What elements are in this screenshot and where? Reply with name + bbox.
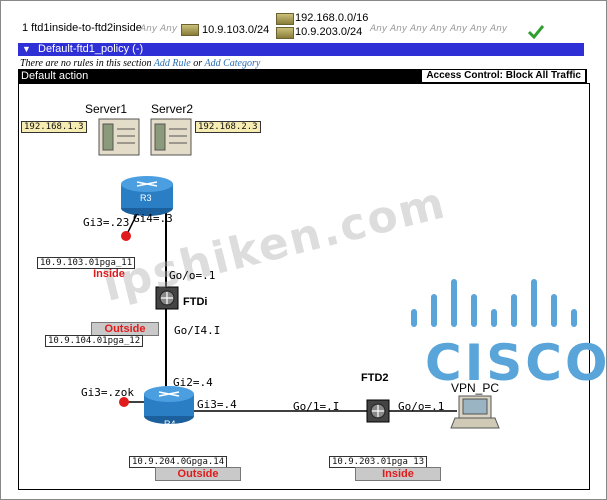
r3-label: R3 [140, 193, 152, 203]
r4-gi3-label: Gi3=.4 [197, 398, 237, 411]
ftd1-firewall-icon [155, 286, 179, 310]
ftd1-outside-zone: Outside [91, 322, 159, 336]
no-rules-text: There are no rules in this section [20, 58, 152, 69]
ftd1-go0-label: Go/o=.1 [169, 269, 216, 282]
ftd2-go1-label: Go/1=.I [293, 400, 340, 413]
network-object-icon [181, 24, 199, 36]
default-action-select[interactable]: Access Control: Block All Traffic [422, 70, 585, 82]
ftd2-go0-label: Go/o=.1 [398, 400, 445, 413]
server2-icon [150, 118, 192, 156]
default-action-label: Default action [21, 70, 89, 82]
ftd1-inside-zone: Inside [93, 268, 125, 280]
topology-links [98, 118, 577, 429]
rule-any-9: Any [490, 24, 508, 34]
router-r3-icon [121, 176, 173, 216]
allow-check-icon [528, 25, 544, 39]
add-category-link[interactable]: Add Category [204, 58, 261, 69]
server2-label: Server2 [151, 102, 194, 116]
default-action-bar: Default action Access Control: Block All… [18, 69, 587, 83]
rule-any-3: Any [370, 24, 388, 34]
add-rule-link[interactable]: Add Rule [153, 58, 191, 69]
gi3-left-endpoint-dot [119, 397, 129, 407]
cisco-logo-text: CISCO [425, 334, 607, 392]
vpn-pc-icon [450, 395, 500, 429]
server1-ip: 192.168.1.3 [21, 121, 87, 133]
rule-any-8: Any [470, 24, 488, 34]
r4-outside-zone: Outside [155, 467, 241, 481]
access-rule-row[interactable]: 1 ftd1inside-to-ftd2inside Any Any 10.9.… [0, 9, 607, 45]
rule-any-2: Any [160, 24, 178, 34]
rule-any-6: Any [430, 24, 448, 34]
router-r4-icon [144, 386, 194, 424]
ftd2-firewall-icon [366, 399, 390, 423]
rule-any-5: Any [410, 24, 428, 34]
ftd1-go1-label: Go/I4.I [174, 324, 221, 337]
rule-any-4: Any [390, 24, 408, 34]
server2-ip: 192.168.2.3 [195, 121, 261, 133]
no-rules-message: There are no rules in this section Add R… [20, 58, 260, 69]
gi3-endpoint-dot [121, 231, 131, 241]
ftd2-inside-zone: Inside [355, 467, 441, 481]
r4-gi3-left-label: Gi3=.zok [81, 386, 134, 399]
collapse-triangle-icon[interactable]: ▼ [22, 44, 31, 54]
vpn-pc-label: VPN_PC [451, 381, 500, 395]
r4-label: R4 [164, 419, 176, 429]
ftd1-label: FTDi [183, 296, 208, 308]
ftd1-outside-net: 10.9.104.01pga_12 [45, 335, 144, 347]
server1-icon [98, 118, 140, 156]
network-topology-diagram: CISCO ipshiken.com Server1 Server2 192.1… [18, 83, 607, 490]
no-rules-or: or [193, 58, 203, 69]
rule-source-network: 10.9.103.0/24 [202, 24, 270, 36]
ftd1-inside-net: 10.9.103.01pga_11 [37, 257, 136, 269]
policy-section-header[interactable]: ▼ Default-ftd1_policy (-) [18, 43, 584, 56]
r3-gi3-label: Gi3=.23 [83, 216, 130, 229]
r3-gi4-label: Gi4=.3 [133, 212, 173, 225]
rule-any-1: Any [140, 24, 158, 34]
policy-title: Default-ftd1_policy (-) [38, 43, 144, 55]
r4-gi2-label: Gi2=.4 [173, 376, 213, 389]
cisco-logo-bars-icon [411, 279, 577, 327]
rule-any-7: Any [450, 24, 468, 34]
ftd2-label: FTD2 [361, 372, 389, 384]
rule-dest-network-2: 10.9.203.0/24 [295, 26, 363, 38]
server1-label: Server1 [85, 102, 128, 116]
rule-dest-network-1: 192.168.0.0/16 [295, 12, 369, 24]
network-object-icon [276, 27, 294, 39]
network-object-icon [276, 13, 294, 25]
rule-name: 1 ftd1inside-to-ftd2inside [22, 22, 142, 34]
